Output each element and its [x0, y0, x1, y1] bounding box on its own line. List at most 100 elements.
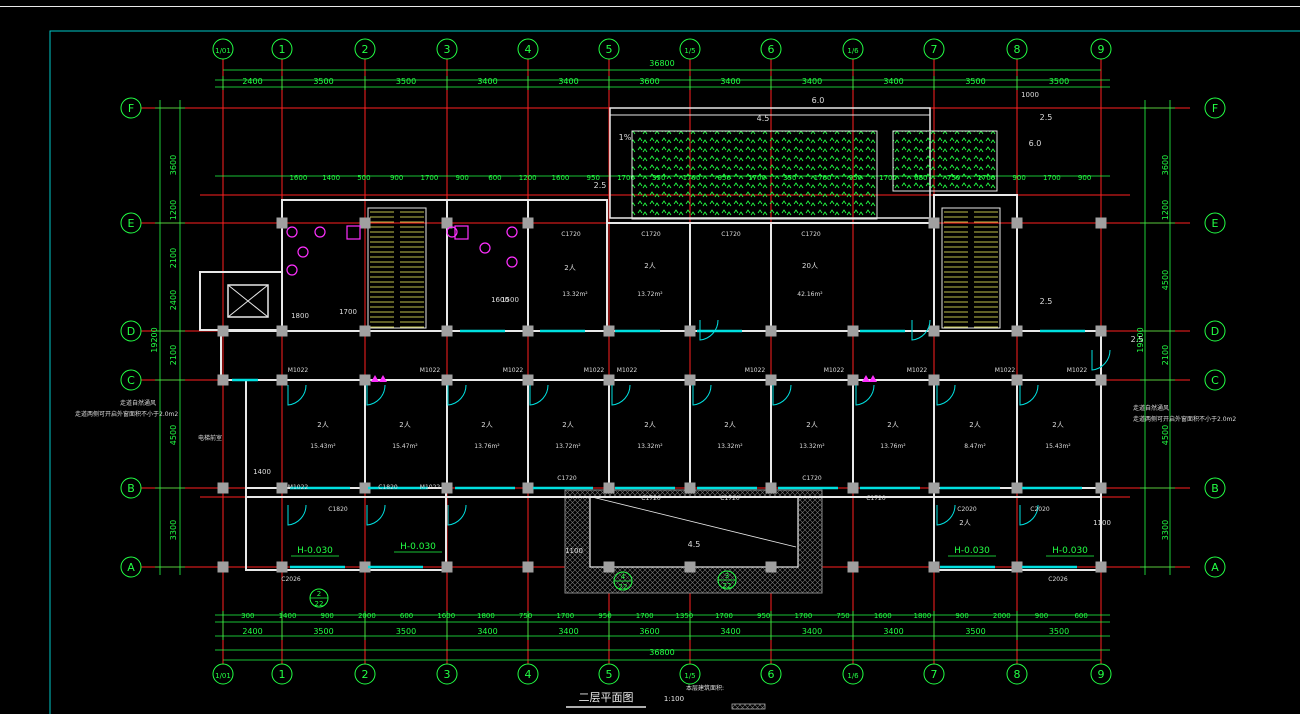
column-5-3 — [603, 482, 615, 494]
column-4-0 — [522, 217, 534, 229]
fire-ext-2 — [862, 375, 870, 382]
elevation-1: H-0.030 — [400, 542, 436, 552]
detail-ref-sheet-2: 22 — [619, 583, 628, 591]
dim-top-5: 3600 — [639, 77, 659, 86]
axis-label-top-7: 6 — [768, 43, 775, 56]
dim-left-1: 1200 — [169, 200, 178, 220]
room-label-1: 2人 — [399, 421, 410, 429]
row-label-right-3: C — [1211, 374, 1219, 387]
misc-dim-1: 1000 — [1021, 91, 1039, 99]
elevator-shaft — [227, 284, 269, 318]
axis-label-bottom-2: 2 — [362, 668, 369, 681]
row-bubble-right-1 — [1204, 212, 1226, 234]
column-1-1 — [276, 325, 288, 337]
slope-label-1: 6.0 — [812, 96, 825, 105]
column-2-1 — [359, 325, 371, 337]
room-label-13: 20人 — [802, 262, 818, 270]
column-11-0 — [1095, 217, 1107, 229]
door-swing-9 — [1019, 384, 1039, 406]
dim-left-4: 2100 — [169, 345, 178, 365]
dim-left-5: 4500 — [169, 425, 178, 445]
window-label-9: C2020 — [957, 506, 977, 513]
dim-bottom-9: 3500 — [965, 627, 985, 636]
column-0-2 — [217, 374, 229, 386]
dim-bottom-3: 3400 — [477, 627, 497, 636]
door-swing-8 — [936, 384, 956, 406]
courtyard-diagonal — [591, 496, 797, 548]
column-8-4 — [847, 561, 859, 573]
dim-detail-top-23: 1700 — [1043, 174, 1061, 182]
column-11-2 — [1095, 374, 1107, 386]
column-10-2 — [1011, 374, 1023, 386]
column-1-4 — [276, 561, 288, 573]
dim-right-5: 3300 — [1161, 520, 1170, 540]
elevation-0: H-0.030 — [297, 546, 333, 556]
toilet-fixture-4 — [446, 226, 458, 238]
room-area-0: 15.43m² — [310, 443, 336, 450]
dim-detail-bottom-14: 1700 — [794, 612, 812, 620]
fire-ext-3 — [869, 375, 877, 382]
room-label-12: 2人 — [959, 519, 970, 527]
window-label-13: C1820 — [378, 484, 398, 491]
axis-label-top-6: 1/5 — [684, 47, 695, 55]
column-7-2 — [765, 374, 777, 386]
elevation-3: H-0.030 — [1052, 546, 1088, 556]
window-label-11: C2026 — [281, 576, 301, 583]
room-label-0: 2人 — [317, 421, 328, 429]
corridor-walls — [220, 330, 1102, 381]
slope-label-7: 2.5 — [1131, 335, 1144, 344]
column-1-2 — [276, 374, 288, 386]
column-10-1 — [1011, 325, 1023, 337]
window-label-5: C1720 — [641, 495, 661, 502]
column-0-4 — [217, 561, 229, 573]
dim-detail-top-24: 900 — [1078, 174, 1091, 182]
column-9-2 — [928, 374, 940, 386]
dim-detail-bottom-7: 750 — [519, 612, 532, 620]
row-bubble-right-2 — [1204, 320, 1226, 342]
column-7-3 — [765, 482, 777, 494]
door-swing-11 — [366, 504, 386, 526]
column-1-3 — [276, 482, 288, 494]
door-label-10: M1022 — [288, 484, 309, 491]
door-swing-12 — [936, 504, 956, 526]
axis-label-bottom-9: 7 — [931, 668, 938, 681]
dim-detail-bottom-9: 950 — [598, 612, 611, 620]
door-swing-16 — [911, 319, 931, 341]
room-label-4: 2人 — [644, 421, 655, 429]
dim-detail-bottom-13: 950 — [757, 612, 770, 620]
dim-detail-top-4: 1700 — [421, 174, 439, 182]
dim-detail-top-5: 900 — [455, 174, 468, 182]
row-bubble-left-0 — [120, 97, 142, 119]
planting-bed-right — [892, 130, 998, 192]
axis-label-bottom-0: 1/01 — [215, 672, 231, 680]
column-3-1 — [441, 325, 453, 337]
axis-bubble-bottom-4 — [517, 663, 539, 685]
column-8-1 — [847, 325, 859, 337]
dim-top-3: 3400 — [477, 77, 497, 86]
door-swing-4 — [611, 384, 631, 406]
detail-ref-sheet-0: 22 — [315, 600, 324, 608]
column-9-0 — [928, 217, 940, 229]
dim-top-8: 3400 — [883, 77, 903, 86]
row-label-right-4: B — [1211, 482, 1219, 495]
axis-bubble-bottom-11 — [1090, 663, 1112, 685]
slope-label-4: 2.5 — [1040, 297, 1053, 306]
dim-top-9: 3500 — [965, 77, 985, 86]
column-11-3 — [1095, 482, 1107, 494]
elevator-x2 — [227, 284, 269, 318]
dim-detail-bottom-6: 1800 — [477, 612, 495, 620]
room-area-8: 8.47m² — [964, 443, 986, 450]
dim-right-3: 2100 — [1161, 345, 1170, 365]
dim-detail-bottom-0: 300 — [241, 612, 254, 620]
dim-detail-top-0: 1600 — [289, 174, 307, 182]
room-label-8: 2人 — [969, 421, 980, 429]
row-label-left-3: C — [127, 374, 135, 387]
row-label-right-5: A — [1211, 561, 1219, 574]
column-9-1 — [928, 325, 940, 337]
misc-dim-7: 1400 — [253, 468, 271, 476]
note-right-0: 走道自然通风 — [1133, 404, 1169, 412]
dim-top-0: 2400 — [242, 77, 262, 86]
axis-label-bottom-6: 1/5 — [684, 672, 695, 680]
door-swing-10 — [287, 504, 307, 526]
